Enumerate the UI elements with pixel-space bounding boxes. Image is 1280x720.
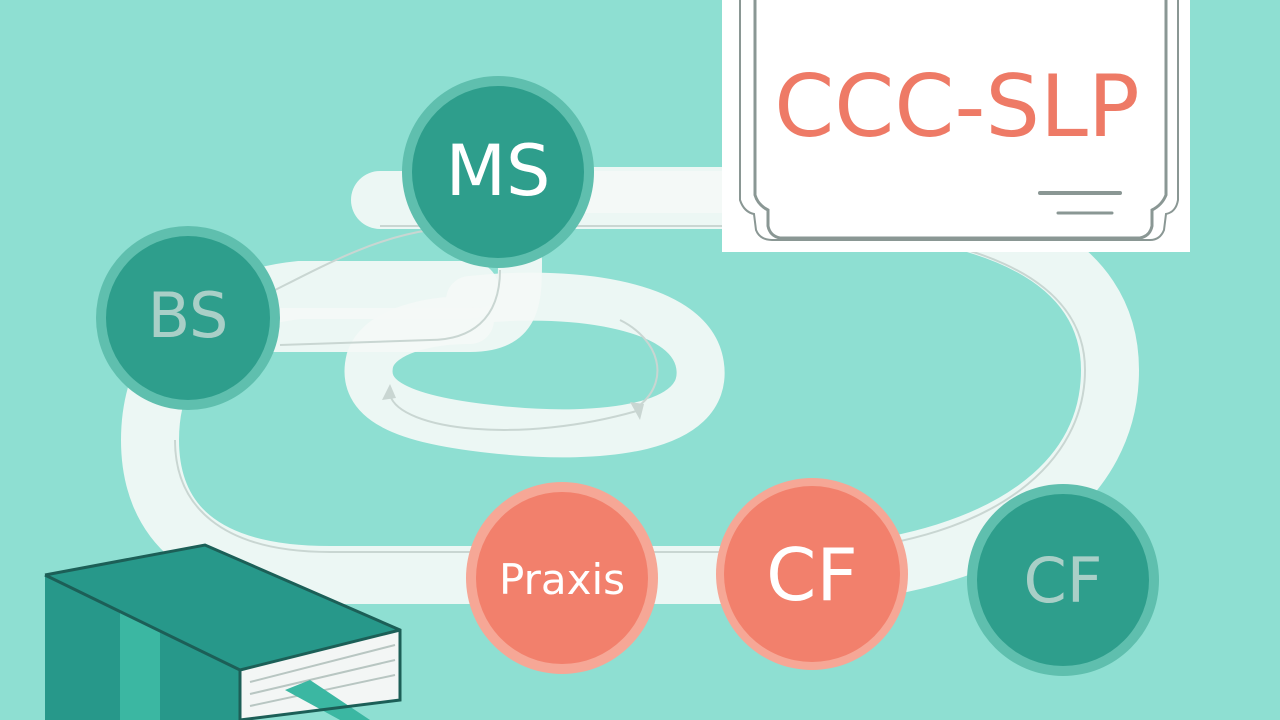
node-circle — [977, 494, 1149, 666]
track-guide-line — [174, 225, 1087, 553]
node-circle — [412, 86, 584, 258]
certificate-icon: CCC-SLP — [722, 0, 1190, 252]
node-label-ms: MS — [446, 130, 551, 212]
track-guide-line — [619, 319, 659, 406]
book-cover — [45, 545, 400, 670]
certificate-frame — [753, 0, 1168, 240]
certificate-title: CCC-SLP — [774, 57, 1140, 157]
book-icon — [44, 543, 402, 720]
inner-arrow-line — [389, 394, 641, 431]
bookmark-ribbon — [285, 680, 370, 720]
book-outline — [44, 543, 402, 720]
node-ms: MS — [402, 76, 594, 268]
node-praxis: Praxis — [466, 482, 658, 674]
node-label-cf: CF — [1024, 544, 1103, 617]
node-label-cf: CF — [766, 533, 858, 617]
node-label-bs: BS — [148, 279, 229, 352]
page-edge — [249, 644, 396, 683]
node-bs: BS — [96, 226, 280, 410]
node-cf-coral: CF — [716, 478, 908, 670]
book-band — [120, 612, 160, 720]
arrow-head-icon — [630, 402, 644, 420]
arrow-head-icon — [382, 384, 396, 400]
node-circle — [476, 492, 648, 664]
node-circle — [724, 486, 900, 662]
track-guide-line — [279, 269, 501, 346]
connector-track — [208, 238, 542, 352]
certificate-card — [722, 0, 1190, 252]
page-edge — [249, 659, 396, 695]
book-pages — [240, 630, 400, 720]
certificate-frame-outer — [739, 0, 1179, 241]
node-label-praxis: Praxis — [499, 555, 625, 604]
node-circle — [106, 236, 270, 400]
node-cf-teal: CF — [967, 484, 1159, 676]
